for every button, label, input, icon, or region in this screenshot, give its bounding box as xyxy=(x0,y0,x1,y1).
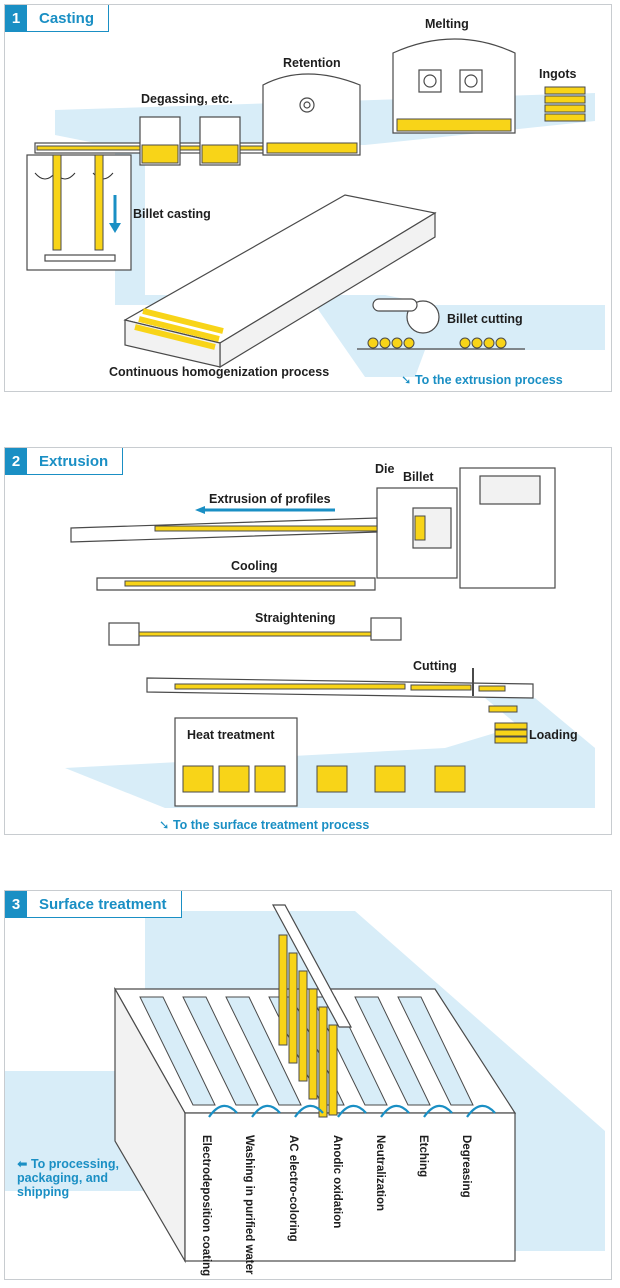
casting-base xyxy=(44,254,116,262)
next-step-shipping: ⬅ To processing, packaging, and shipping xyxy=(17,1157,137,1199)
melting-furnace xyxy=(392,38,516,134)
profile xyxy=(124,580,356,587)
molten-metal xyxy=(141,144,179,164)
tank-label: Degreasing xyxy=(460,1135,472,1198)
surface-treatment-header: 3 Surface treatment xyxy=(5,891,182,918)
ingots-label: Ingots xyxy=(539,67,577,81)
surface-treatment-panel: 3 Surface treatment xyxy=(4,890,612,1280)
profile xyxy=(174,683,406,690)
left-arrow-icon xyxy=(195,506,205,514)
next-step-label: To the surface treatment process xyxy=(172,818,370,832)
section-title: Surface treatment xyxy=(39,895,167,913)
stretcher-head xyxy=(370,617,402,641)
casting-illustration xyxy=(26,38,605,377)
ingot-stack xyxy=(544,86,586,122)
billet-label: Billet xyxy=(403,470,434,484)
tank-label: AC electro-coloring xyxy=(287,1135,299,1242)
left-arrow-icon: ⬅ xyxy=(17,1157,31,1171)
casting-panel: 1 Casting xyxy=(4,4,612,392)
die-label: Die xyxy=(375,462,395,476)
curved-arrow-icon xyxy=(423,1104,453,1118)
profile xyxy=(138,631,372,637)
saw-arm xyxy=(372,298,418,312)
curved-arrow-icon xyxy=(466,1104,496,1118)
retention-furnace xyxy=(262,73,361,156)
billet xyxy=(414,515,426,541)
billet-casting-label: Billet casting xyxy=(133,207,211,221)
retention-label: Retention xyxy=(283,56,341,70)
loading-stack xyxy=(488,705,528,744)
hanger-bar xyxy=(271,904,353,1028)
homogenization-label: Continuous homogenization process xyxy=(109,365,330,379)
billet xyxy=(94,154,104,251)
extrusion-illustration xyxy=(65,467,595,808)
casting-header: 1 Casting xyxy=(5,5,110,32)
cooling-label: Cooling xyxy=(231,559,278,573)
heat-treatment-label: Heat treatment xyxy=(187,728,275,742)
straightening-label: Straightening xyxy=(255,611,336,625)
degassing-label: Degassing, etc. xyxy=(141,92,233,106)
billet xyxy=(52,154,62,251)
aging-baskets xyxy=(182,765,466,793)
tank-label: Neutralization xyxy=(374,1135,386,1212)
loading-label: Loading xyxy=(529,728,578,742)
casting-pit xyxy=(26,154,132,271)
casting-flow-band xyxy=(55,93,605,377)
section-number: 1 xyxy=(5,5,27,31)
next-step-label: To the extrusion process xyxy=(414,373,563,387)
tank-front xyxy=(184,1112,516,1262)
down-arrow-icon xyxy=(109,223,121,233)
cutting-label: Cutting xyxy=(413,659,457,673)
curved-arrow-icon xyxy=(337,1104,367,1118)
next-step-surface-treatment: ➘ To the surface treatment process xyxy=(159,817,369,832)
tank-label: Electrodeposition coating xyxy=(200,1135,212,1277)
curved-arrow-icon xyxy=(380,1104,410,1118)
curved-arrow-icon xyxy=(208,1104,238,1118)
molten-metal xyxy=(201,144,239,164)
profile xyxy=(410,684,472,691)
next-step-extrusion: ➘ To the extrusion process xyxy=(401,372,563,387)
profile xyxy=(154,525,378,532)
transfer-arrows xyxy=(208,1104,496,1118)
hanging-profiles xyxy=(278,934,338,1118)
down-right-arrow-icon: ➘ xyxy=(159,818,173,832)
surface-treatment-illustration xyxy=(5,904,605,1264)
tank-label: Anodic oxidation xyxy=(331,1135,343,1229)
next-step-label: To processing, packaging, and shipping xyxy=(17,1157,119,1199)
curved-arrow-icon xyxy=(294,1104,324,1118)
extrusion-header: 2 Extrusion xyxy=(5,448,124,475)
molten-metal xyxy=(266,142,358,154)
homogenized-billets xyxy=(134,308,224,350)
profile xyxy=(478,685,506,692)
extrusion-panel: 2 Extrusion xyxy=(4,447,612,835)
down-right-arrow-icon: ➘ xyxy=(401,373,415,387)
press-top xyxy=(479,475,541,505)
stretcher-head xyxy=(108,622,140,646)
section-number: 3 xyxy=(5,891,27,917)
section-title: Casting xyxy=(39,9,95,27)
molten-metal xyxy=(396,118,512,132)
billet-cutting-label: Billet cutting xyxy=(447,312,523,326)
tank-label: Etching xyxy=(417,1135,429,1178)
section-number: 2 xyxy=(5,448,27,474)
cut-billets xyxy=(367,337,507,349)
section-title: Extrusion xyxy=(39,452,109,470)
melting-label: Melting xyxy=(425,17,469,31)
tank-slots xyxy=(139,996,474,1106)
tank-label: Washing in purified water xyxy=(243,1135,255,1275)
curved-arrow-icon xyxy=(251,1104,281,1118)
extrusion-of-profiles-label: Extrusion of profiles xyxy=(209,492,331,506)
